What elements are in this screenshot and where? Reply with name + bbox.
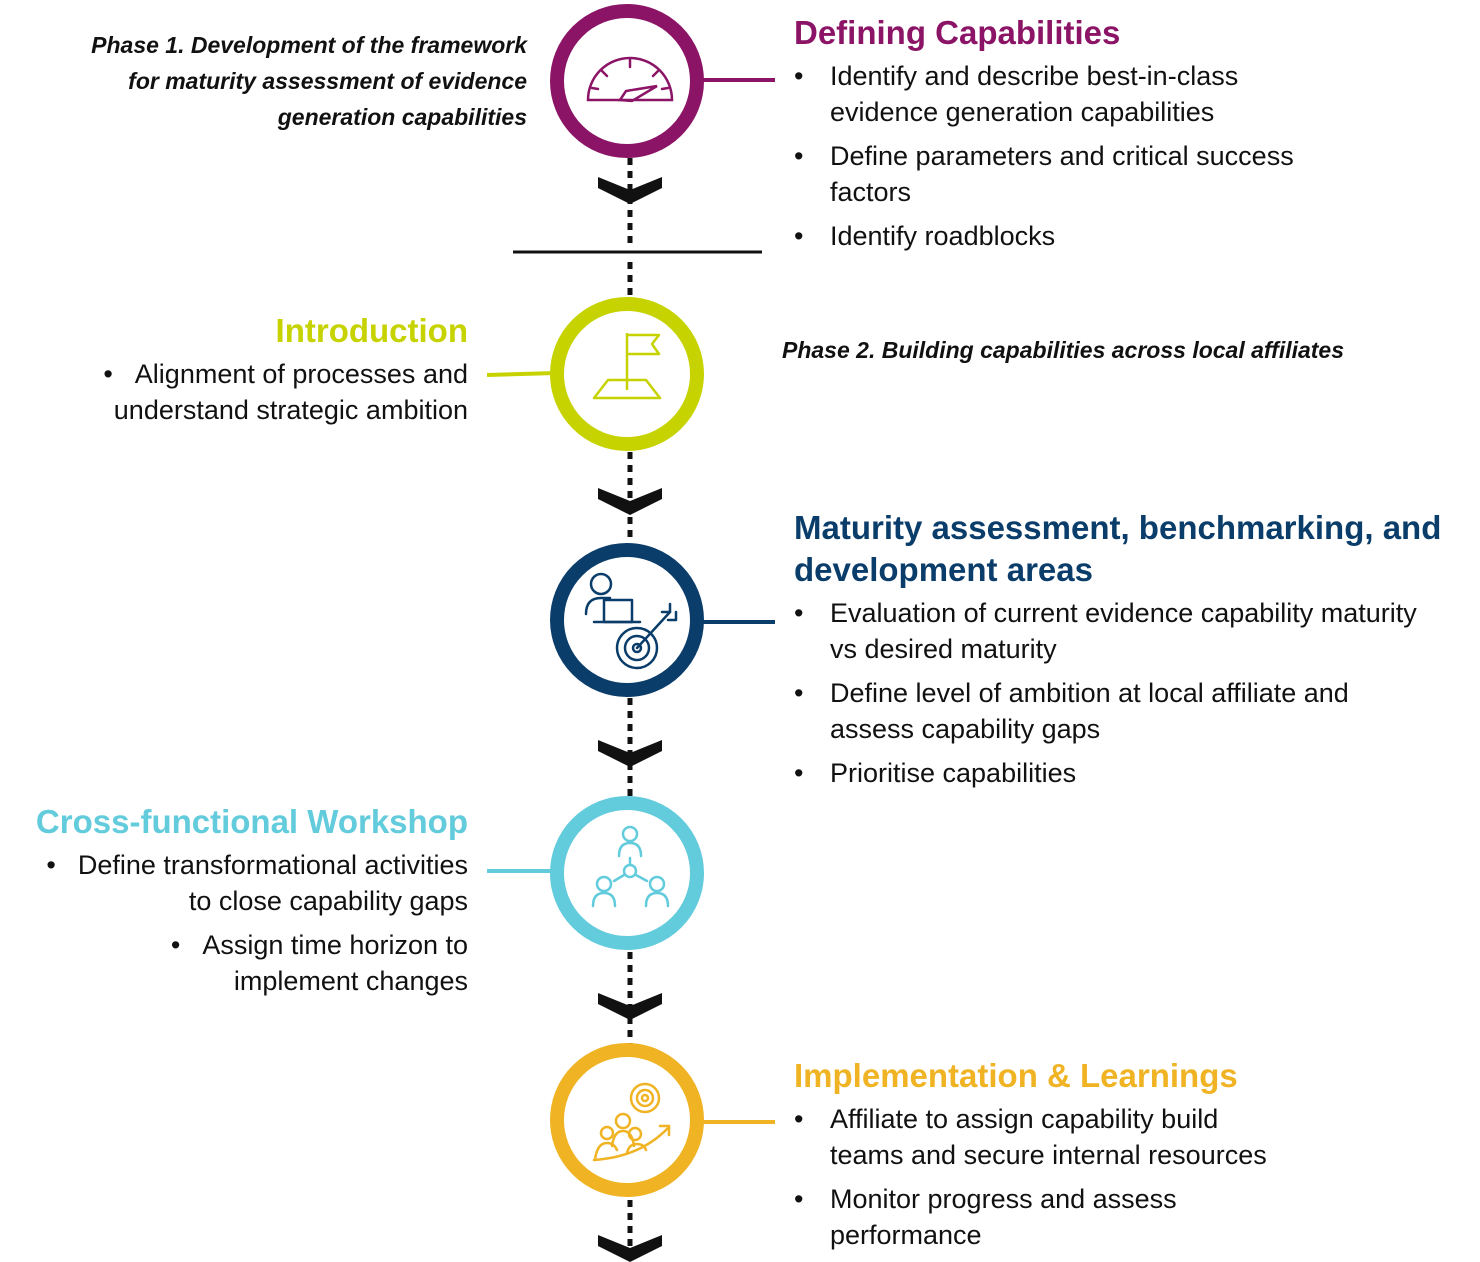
bullet-line: Affiliate to assign capability build: [830, 1104, 1219, 1134]
phase1-caption-line: for maturity assessment of evidence: [128, 68, 527, 94]
person-target-icon: [584, 572, 678, 670]
bullet-line: vs desired maturity: [830, 634, 1057, 664]
step-workshop: Cross-functional Workshop •Define transf…: [0, 801, 468, 1007]
bullet-item: Define parameters and critical success f…: [794, 138, 1294, 210]
bullet-line: Identify roadblocks: [830, 221, 1056, 251]
step-bullets: Affiliate to assign capability build tea…: [794, 1101, 1267, 1253]
chevron-down-icon: [598, 177, 662, 204]
step-bullets: Evaluation of current evidence capabilit…: [794, 595, 1441, 791]
bullet-item: Evaluation of current evidence capabilit…: [794, 595, 1441, 667]
speedometer-icon: [586, 56, 674, 103]
step-defining-capabilities: Defining Capabilities Identify and descr…: [794, 12, 1294, 262]
bullet-line: •Assign time horizon to: [170, 930, 468, 960]
bullet-item: •Define transformational activities to c…: [0, 847, 468, 919]
bullet-line: evidence generation capabilities: [830, 97, 1215, 127]
bullet-line: Monitor progress and assess: [830, 1184, 1177, 1214]
bullet-item: •Assign time horizon to implement change…: [0, 927, 468, 999]
bullet-line: Identify and describe best-in-class: [830, 61, 1239, 91]
bullet-line: •Alignment of processes and: [103, 359, 468, 389]
step-circle-implementation: [550, 1043, 704, 1197]
bullet-item: Identify roadblocks: [794, 218, 1294, 254]
step-bullets: Identify and describe best-in-class evid…: [794, 58, 1294, 254]
chevron-down-icon: [598, 488, 662, 515]
bullet-item: Monitor progress and assess performance: [794, 1181, 1267, 1253]
bullet-line: Define parameters and critical success: [830, 141, 1294, 171]
phase1-caption-line: generation capabilities: [277, 104, 527, 130]
step-implementation: Implementation & Learnings Affiliate to …: [794, 1055, 1267, 1261]
phase1-caption: Phase 1. Development of the framework fo…: [0, 27, 527, 135]
step-title-line: development areas: [794, 551, 1093, 588]
bullet-line: implement changes: [233, 966, 468, 996]
step-circle-workshop: [550, 796, 704, 950]
chevron-down-icon: [598, 993, 662, 1020]
chevron-down-icon: [598, 1235, 662, 1262]
bullet-line: performance: [830, 1220, 982, 1250]
bullet-item: Identify and describe best-in-class evid…: [794, 58, 1294, 130]
chevron-down-icon: [598, 740, 662, 767]
phase1-caption-line: Phase 1. Development of the framework: [91, 32, 527, 58]
step-circle-defining-capabilities: [550, 4, 704, 158]
phase2-caption: Phase 2. Building capabilities across lo…: [782, 337, 1345, 363]
bullet-item: Define level of ambition at local affili…: [794, 675, 1441, 747]
bullet-line: to close capability gaps: [188, 886, 468, 916]
team-network-icon: [591, 825, 670, 908]
bullet-line: Prioritise capabilities: [830, 758, 1077, 788]
bullet-item: Affiliate to assign capability build tea…: [794, 1101, 1267, 1173]
bullet-line: teams and secure internal resources: [830, 1140, 1267, 1170]
step-title-line: Maturity assessment, benchmarking, and: [794, 509, 1442, 546]
bullet-line: •Define transformational activities: [46, 850, 468, 880]
step-title: Maturity assessment, benchmarking, and d…: [794, 507, 1441, 591]
step-introduction: Introduction •Alignment of processes and…: [0, 310, 468, 436]
bullet-line: Define level of ambition at local affili…: [830, 678, 1349, 708]
bullet-text: Alignment of processes and: [134, 359, 468, 389]
bullet-line: assess capability gaps: [830, 714, 1101, 744]
bullet-item: •Alignment of processes and understand s…: [0, 356, 468, 428]
bullet-item: Prioritise capabilities: [794, 755, 1441, 791]
flag-icon: [592, 333, 662, 400]
step-bullets: •Define transformational activities to c…: [0, 847, 468, 999]
bullet-line: Evaluation of current evidence capabilit…: [830, 598, 1417, 628]
connector-introduction: [486, 371, 557, 377]
step-maturity-assessment: Maturity assessment, benchmarking, and d…: [794, 507, 1441, 799]
step-bullets: •Alignment of processes and understand s…: [0, 356, 468, 428]
bullet-line: understand strategic ambition: [113, 395, 468, 425]
step-title: Implementation & Learnings: [794, 1057, 1238, 1094]
bullet-text: Assign time horizon to: [202, 930, 468, 960]
step-title: Cross-functional Workshop: [35, 803, 468, 840]
bullet-line: factors: [830, 177, 912, 207]
step-title: Defining Capabilities: [794, 14, 1121, 51]
step-title: Introduction: [275, 312, 468, 349]
bullet-text: Define transformational activities: [77, 850, 468, 880]
team-growth-icon: [592, 1082, 671, 1162]
